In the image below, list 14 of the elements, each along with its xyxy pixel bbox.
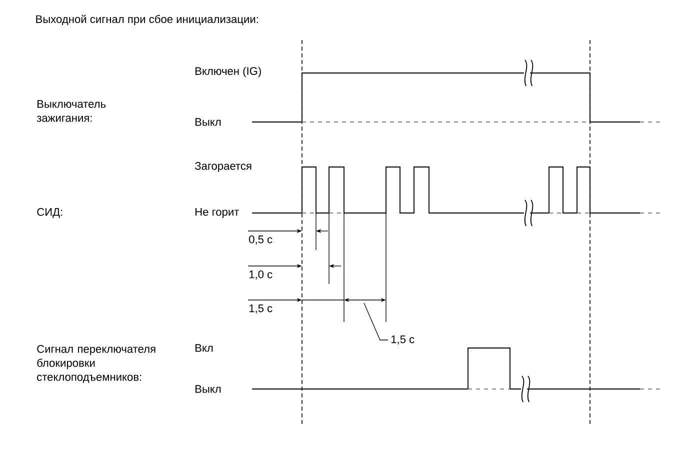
- signal-name: Сигнал переключателя блокировки стеклоподъемников:: [37, 345, 156, 383]
- level-label: Вкл: [196, 344, 213, 352]
- dimension-label: 1,5 с: [249, 304, 272, 314]
- signal-name: Выключатель зажигания:: [36, 100, 106, 122]
- level-label: Не горит: [193, 206, 241, 220]
- dimension-label: 0,5 с: [249, 235, 272, 245]
- dimension-label: 1,5 с: [391, 336, 414, 345]
- level-label: Загорается: [194, 162, 252, 172]
- level-label: Выкл: [196, 118, 221, 126]
- dimension-label: 1,0 с: [249, 270, 272, 280]
- level-label: Выкл: [196, 385, 221, 393]
- signal-name: СИД:: [37, 208, 62, 218]
- title: Выходной сигнал при сбое инициализации:: [36, 14, 258, 26]
- level-label: Включен (IG): [196, 66, 261, 78]
